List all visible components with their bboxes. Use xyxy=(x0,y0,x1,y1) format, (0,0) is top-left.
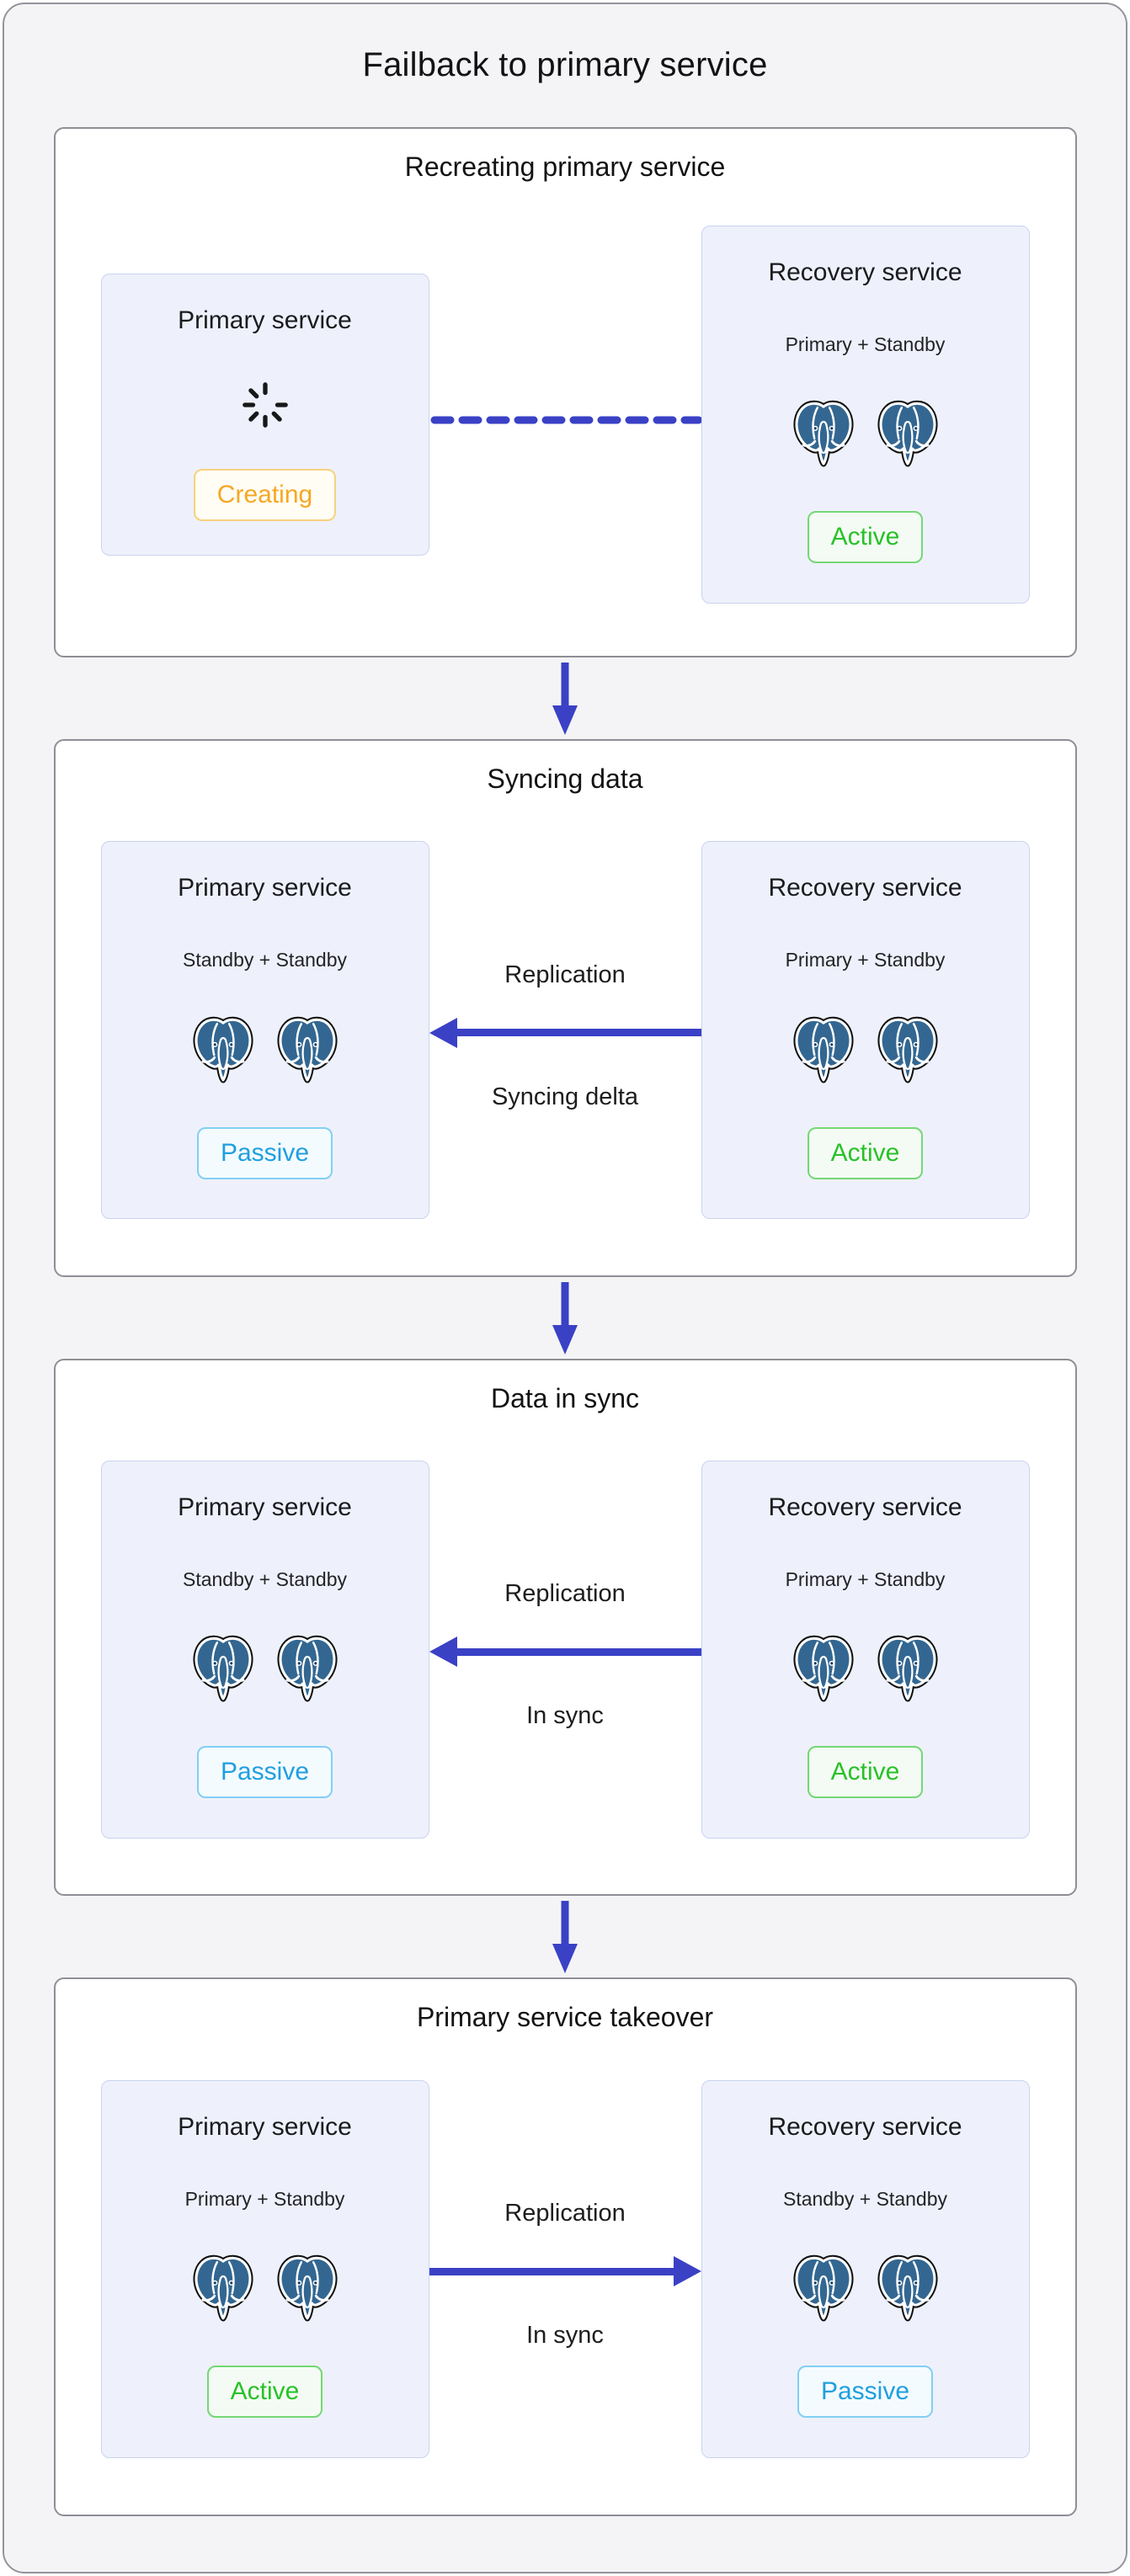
recovery-service-card: Recovery service Primary + Standby Activ… xyxy=(701,841,1030,1219)
postgres-elephant-icon xyxy=(877,1635,939,1702)
stage-heading: Recreating primary service xyxy=(404,152,726,182)
recovery-service-card: Recovery service Primary + Standby Activ… xyxy=(701,225,1030,604)
connector-label-bottom: In sync xyxy=(526,1702,604,1729)
postgres-elephant-icon xyxy=(877,2254,939,2322)
status-badge-active: Active xyxy=(807,511,924,564)
card-title: Primary service xyxy=(178,306,352,334)
down-arrow-icon xyxy=(550,1280,580,1356)
card-subtitle: Standby + Standby xyxy=(782,2187,947,2210)
page-title: Failback to primary service xyxy=(362,46,768,83)
left-arrow-icon xyxy=(429,1017,701,1048)
stage-content: Primary service Standby + Standby Passiv… xyxy=(56,1416,1075,1894)
stage-syncing-data: Syncing data Primary service Standby + S… xyxy=(53,739,1077,1277)
postgres-elephant-icon xyxy=(276,2254,338,2322)
postgres-instances xyxy=(192,2254,338,2322)
recovery-service-card: Recovery service Standby + Standby Passi… xyxy=(701,2079,1030,2458)
connector-label-bottom: Syncing delta xyxy=(491,1083,639,1110)
spinner-icon xyxy=(242,382,288,428)
card-title: Recovery service xyxy=(768,874,962,902)
postgres-elephant-icon xyxy=(792,2254,855,2322)
postgres-instances xyxy=(792,1016,939,1083)
card-subtitle: Standby + Standby xyxy=(182,1567,347,1590)
replication-connector: Replication In sync xyxy=(429,1580,701,1730)
diagram-canvas: Failback to primary service Recreating p… xyxy=(3,3,1127,2573)
card-subtitle: Primary + Standby xyxy=(785,1567,946,1590)
card-subtitle: Standby + Standby xyxy=(182,949,347,971)
dashed-line xyxy=(430,416,701,424)
primary-service-card: Primary service Standby + Standby Passiv… xyxy=(100,1460,429,1839)
postgres-elephant-icon xyxy=(276,1635,338,1702)
postgres-elephant-icon xyxy=(192,1635,254,1702)
connector-label-top: Replication xyxy=(504,961,626,988)
flow-connector xyxy=(550,657,580,739)
primary-service-card: Primary service Standby + Standby Passiv… xyxy=(100,841,429,1219)
stage-data-in-sync: Data in sync Primary service Standby + S… xyxy=(53,1359,1077,1896)
down-arrow-icon xyxy=(550,661,580,737)
stage-content: Primary service Creating xyxy=(56,184,1075,656)
stage-recreating-primary-service: Recreating primary service Primary servi… xyxy=(53,127,1077,657)
status-badge-active: Active xyxy=(206,2366,323,2419)
card-subtitle: Primary + Standby xyxy=(785,949,946,971)
right-arrow-icon xyxy=(429,2256,701,2286)
replication-connector: Replication Syncing delta xyxy=(429,961,701,1111)
connector-label-top: Replication xyxy=(504,1580,626,1607)
status-badge-active: Active xyxy=(807,1126,924,1179)
postgres-elephant-icon xyxy=(792,400,855,467)
stage-content: Primary service Standby + Standby Passiv… xyxy=(56,796,1075,1275)
postgres-elephant-icon xyxy=(792,1635,855,1702)
recovery-service-card: Recovery service Primary + Standby Activ… xyxy=(701,1460,1030,1839)
status-badge-active: Active xyxy=(807,1746,924,1799)
replication-connector: Replication In sync xyxy=(429,2200,701,2350)
left-arrow-icon xyxy=(429,1637,701,1667)
flow-connector xyxy=(550,1277,580,1359)
card-title: Recovery service xyxy=(768,1493,962,1521)
stage-primary-service-takeover: Primary service takeover Primary service… xyxy=(53,1977,1077,2516)
stage-content: Primary service Primary + Standby Active… xyxy=(56,2035,1075,2515)
postgres-elephant-icon xyxy=(192,2254,254,2322)
card-title: Recovery service xyxy=(768,258,962,286)
status-badge-passive: Passive xyxy=(196,1126,333,1179)
connector-label-bottom: In sync xyxy=(526,2322,604,2349)
stage-heading: Primary service takeover xyxy=(416,2002,714,2032)
connector-label-top: Replication xyxy=(504,2200,626,2227)
postgres-instances xyxy=(192,1635,338,1702)
down-arrow-icon xyxy=(550,1899,580,1975)
status-badge-passive: Passive xyxy=(196,1746,333,1799)
card-subtitle: Primary + Standby xyxy=(785,333,946,355)
primary-service-card: Primary service Creating xyxy=(100,273,429,556)
card-title: Primary service xyxy=(178,874,352,902)
stage-heading: Data in sync xyxy=(490,1383,640,1413)
postgres-elephant-icon xyxy=(792,1016,855,1083)
card-title: Recovery service xyxy=(768,2112,962,2141)
stage-heading: Syncing data xyxy=(487,764,643,794)
postgres-elephant-icon xyxy=(877,1016,939,1083)
postgres-instances xyxy=(792,2254,939,2322)
card-title: Primary service xyxy=(178,1493,352,1521)
status-badge-creating: Creating xyxy=(193,468,337,521)
status-badge-passive: Passive xyxy=(797,2366,934,2419)
postgres-elephant-icon xyxy=(192,1016,254,1083)
postgres-elephant-icon xyxy=(276,1016,338,1083)
postgres-instances xyxy=(192,1016,338,1083)
connector-dashed xyxy=(429,416,701,424)
postgres-elephant-icon xyxy=(877,400,939,467)
flow-connector xyxy=(550,1896,580,1977)
card-title: Primary service xyxy=(178,2112,352,2141)
card-subtitle: Primary + Standby xyxy=(184,2187,345,2210)
postgres-instances xyxy=(792,400,939,467)
primary-service-card: Primary service Primary + Standby Active xyxy=(100,2079,429,2458)
postgres-instances xyxy=(792,1635,939,1702)
